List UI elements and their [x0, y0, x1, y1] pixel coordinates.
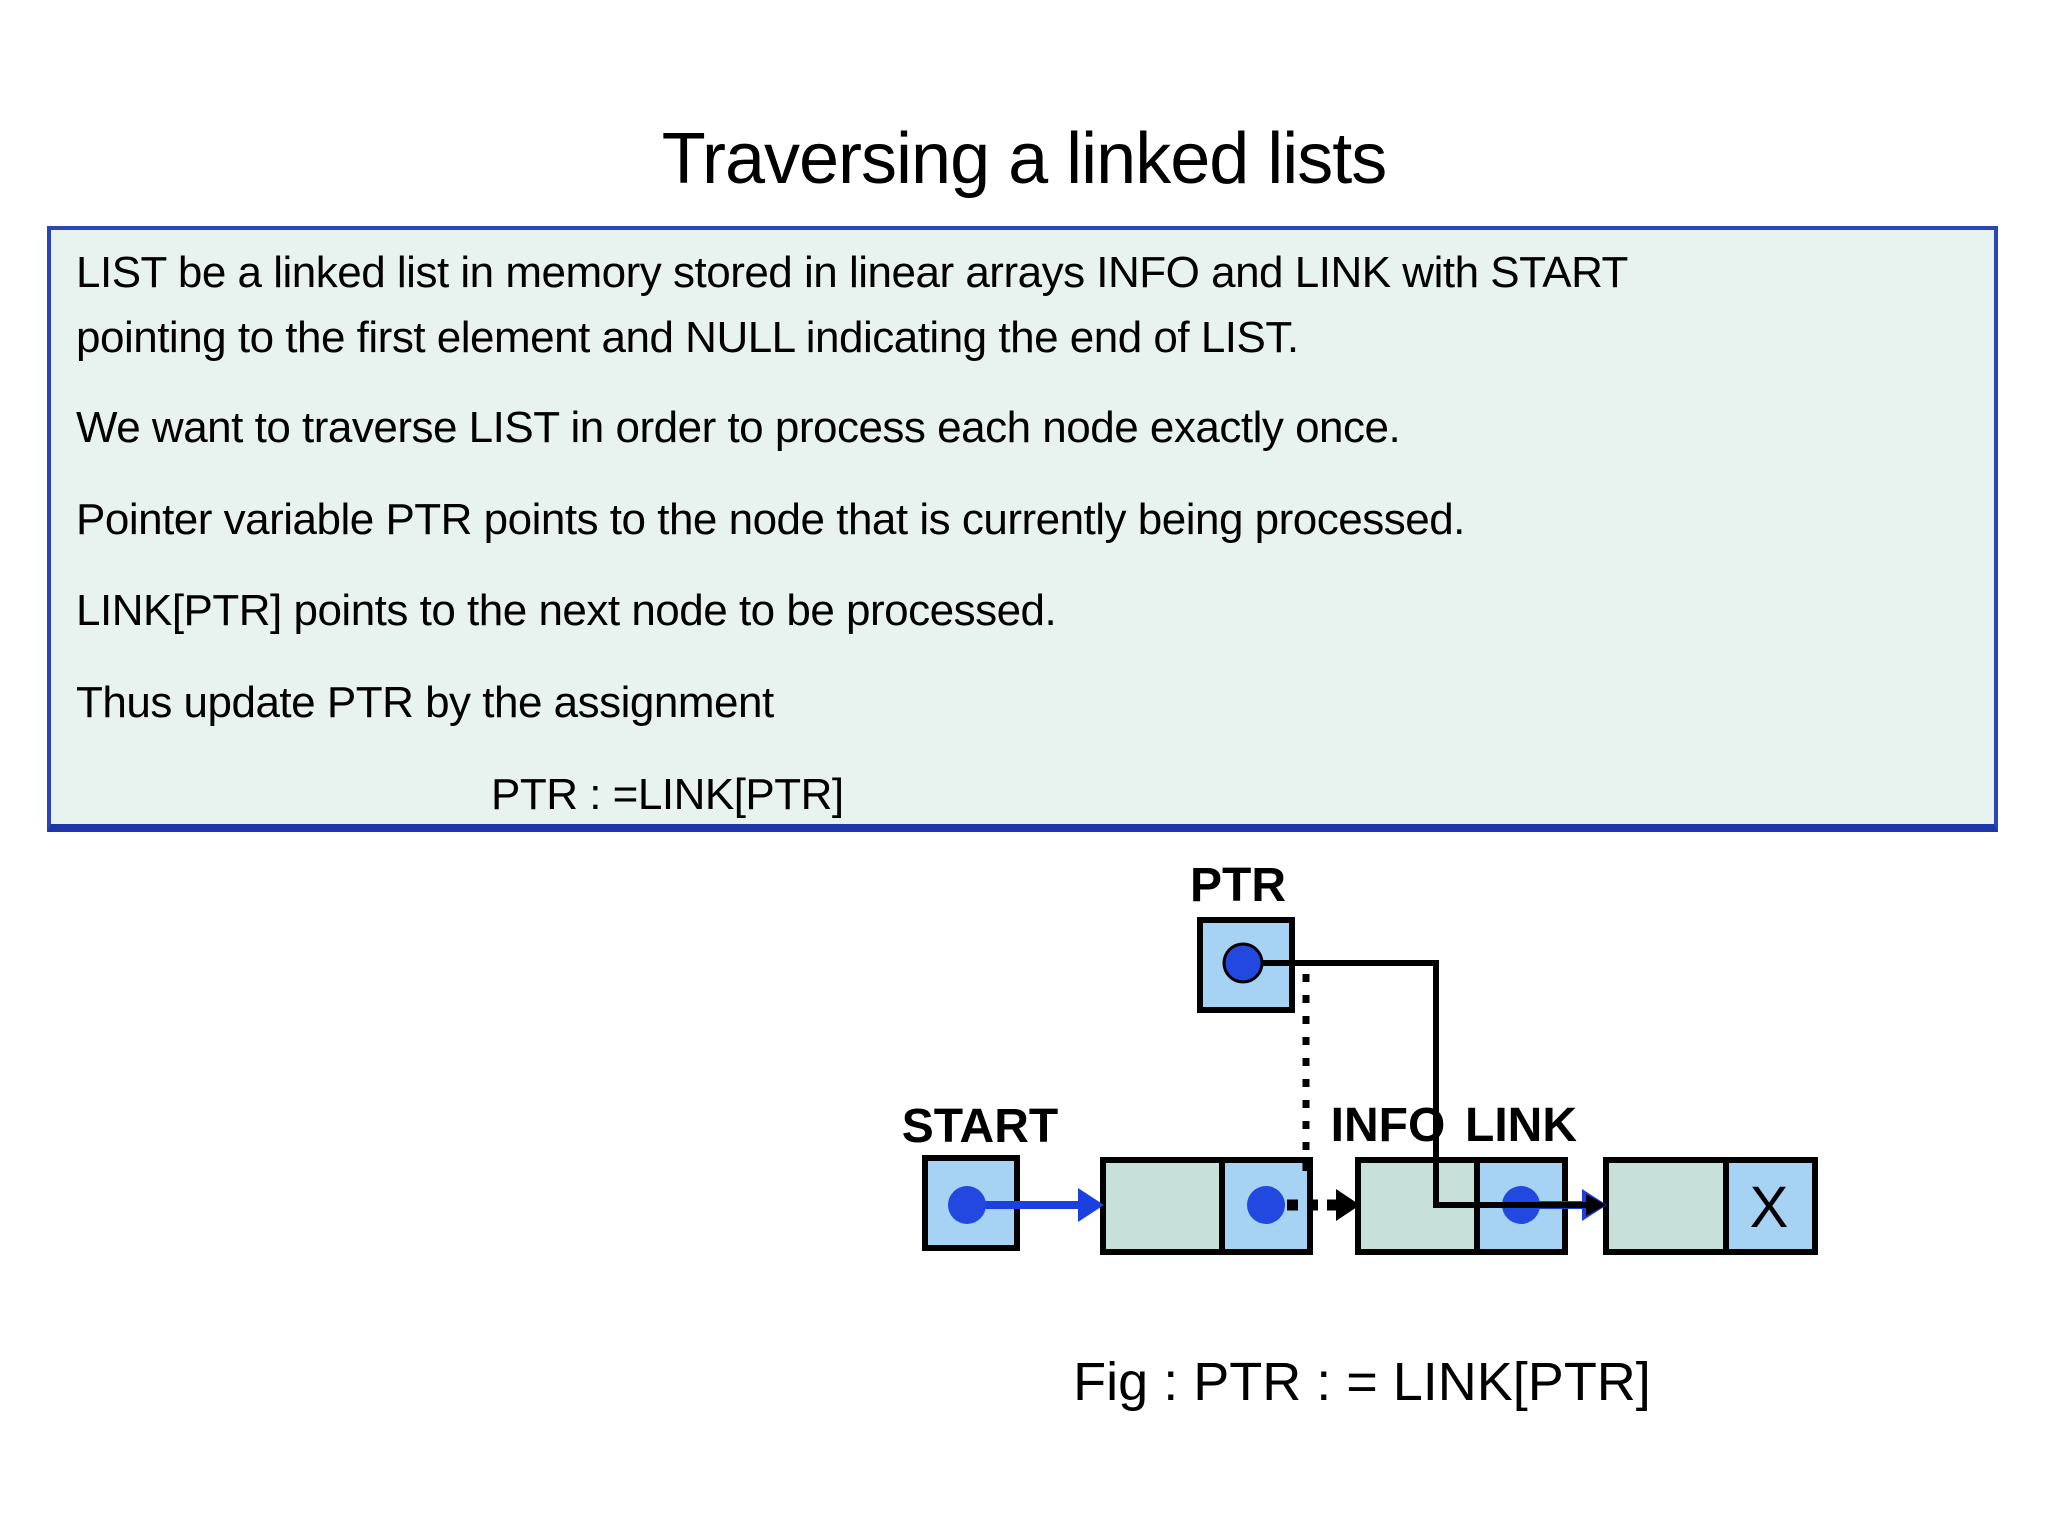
node1-info-cell — [1100, 1157, 1225, 1255]
node1-pointer-dot — [1247, 1186, 1285, 1224]
ptr-assignment-arrowhead — [1586, 1194, 1606, 1216]
slide-title: Traversing a linked lists — [661, 119, 1388, 199]
ptr-label: PTR — [1190, 859, 1286, 912]
info-label: INFO — [1331, 1099, 1446, 1152]
figure-caption: Fig : PTR : = LINK[PTR] — [1073, 1352, 1651, 1412]
textbox-line: Thus update PTR by the assignment — [76, 678, 774, 727]
start-to-node1-arrowhead — [1078, 1188, 1104, 1222]
textbox-line: We want to traverse LIST in order to pro… — [76, 403, 1401, 452]
start-label: START — [902, 1100, 1058, 1153]
textbox-assignment-line: PTR : =LINK[PTR] — [491, 770, 844, 819]
description-textbox: LIST be a linked list in memory stored i… — [47, 226, 1998, 832]
null-marker: X — [1750, 1175, 1789, 1240]
link-label: LINK — [1465, 1099, 1577, 1152]
start-pointer-dot — [948, 1186, 986, 1224]
node3-info-cell — [1603, 1157, 1729, 1255]
textbox-line: LINK[PTR] points to the next node to be … — [76, 586, 1057, 635]
textbox-line: pointing to the first element and NULL i… — [76, 313, 1299, 362]
textbox-line: LIST be a linked list in memory stored i… — [76, 248, 1628, 297]
ptr-pointer-dot — [1222, 942, 1264, 984]
textbox-line: Pointer variable PTR points to the node … — [76, 495, 1465, 544]
start-box — [922, 1155, 1020, 1251]
node3-link-cell — [1723, 1157, 1818, 1255]
ptr-assignment-line — [1243, 960, 1588, 1208]
node1-to-node2-arrowhead — [1336, 1189, 1360, 1221]
